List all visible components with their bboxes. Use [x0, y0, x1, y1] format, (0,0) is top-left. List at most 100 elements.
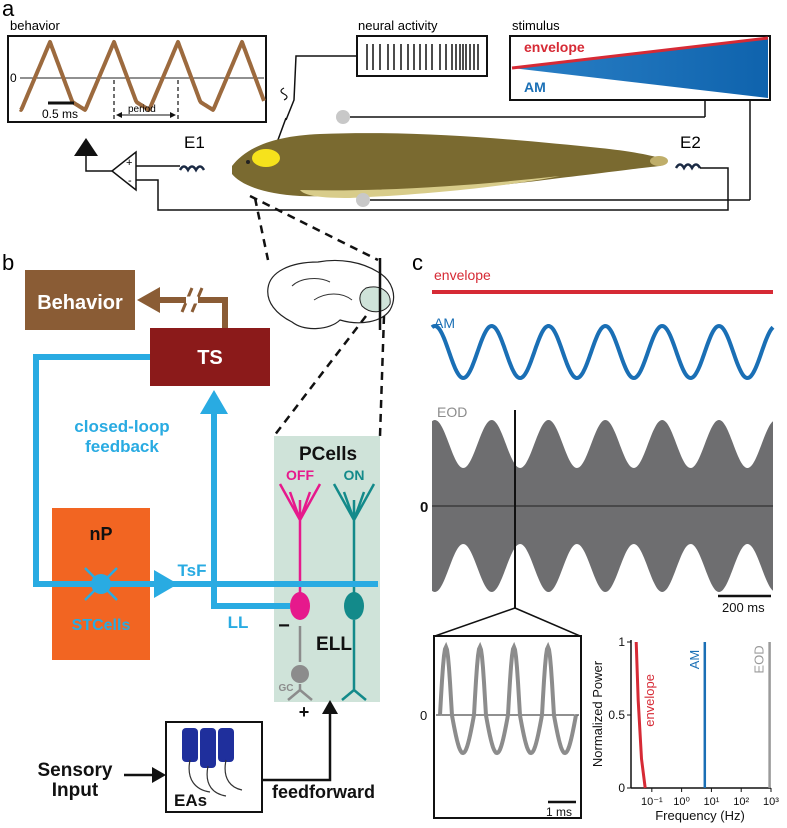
- zoom-line-a: [253, 197, 270, 261]
- closed-loop-label-2: feedback: [85, 437, 159, 456]
- fish-body: [232, 133, 665, 197]
- inhibitory-minus: −: [278, 615, 290, 637]
- spectrum-x-tick-label: 10⁰: [673, 796, 690, 808]
- panel-label-a: a: [2, 0, 15, 21]
- behavior-trace: [18, 40, 266, 112]
- spectrum-xlabel: Frequency (Hz): [655, 808, 745, 823]
- amplifier-minus: -: [128, 175, 132, 187]
- zoom-line-left: [249, 194, 379, 262]
- amp-output-arrowhead: [74, 138, 98, 156]
- spectrum-label-eod: EOD: [752, 645, 767, 673]
- c-eod-label: EOD: [437, 404, 467, 420]
- spectrum-y-tick-label: 0: [618, 781, 625, 795]
- period-label: period: [128, 104, 156, 115]
- ts-to-behavior-arrowhead: [137, 287, 160, 313]
- neural-activity-box: [356, 35, 488, 77]
- spectrum-x-tick-label: 10¹: [703, 796, 719, 808]
- ts-to-behavior-path: [156, 297, 228, 328]
- ff-plus: +: [299, 702, 310, 722]
- c-eod-zero-label: 0: [420, 499, 428, 516]
- c-inset-eod-wave: [438, 641, 578, 756]
- neural-activity-title: neural activity: [358, 18, 438, 33]
- fish-eye: [246, 160, 250, 164]
- behavior-zero-label: 0: [10, 71, 17, 85]
- stimulus-am-wedge: [512, 38, 768, 98]
- fish-tail: [650, 156, 668, 166]
- stimulus-envelope-label: envelope: [524, 39, 585, 55]
- stim-electrode-bottom: [356, 193, 370, 207]
- c-zoom-right: [514, 607, 581, 637]
- feedforward-label: feedforward: [272, 782, 375, 802]
- ts-label: TS: [197, 347, 223, 369]
- panel-label-b: b: [2, 250, 14, 275]
- spectrum-ylabel: Normalized Power: [590, 660, 605, 767]
- fish-brain-highlight: [252, 149, 280, 167]
- on-pcell-soma: [344, 592, 364, 620]
- c-am-wave: [430, 323, 775, 381]
- behavior-output-box: [25, 270, 135, 330]
- gc-soma: [291, 665, 309, 683]
- spike-train: [366, 44, 479, 70]
- spectrum-x-tick-label: 10²: [733, 796, 749, 808]
- e2-coil: [674, 163, 702, 171]
- period-arrowhead-left: [116, 112, 122, 118]
- tsf-label: TsF: [178, 561, 207, 580]
- period-arrowhead-right: [170, 112, 176, 118]
- electrode-coil: [280, 87, 288, 101]
- zoom-line-ell-right: [378, 315, 386, 437]
- np-label: nP: [89, 524, 112, 544]
- spectrum-label-envelope: envelope: [642, 674, 657, 727]
- e1-label: E1: [184, 133, 205, 152]
- behavior-scale-label: 0.5 ms: [42, 107, 78, 121]
- behavior-output-label: Behavior: [37, 292, 123, 314]
- stcells-label: STCells: [72, 617, 131, 634]
- ts-box: [150, 328, 270, 386]
- amplifier: [110, 150, 137, 192]
- stim-electrode-top: [336, 110, 350, 124]
- c-zoom-left: [434, 607, 516, 637]
- c-scale-label-1ms: 1 ms: [546, 805, 572, 819]
- spectrum-y-tick-label: 1: [618, 635, 625, 649]
- c-inset-zero-label: 0: [420, 708, 427, 723]
- ell-label: ELL: [316, 634, 352, 655]
- off-label: OFF: [286, 467, 314, 483]
- behavior-title: behavior: [10, 18, 61, 33]
- brain-fold-1: [291, 278, 331, 287]
- spectrum-y-tick-label: 0.5: [608, 708, 625, 722]
- brain-fold-2: [313, 293, 353, 301]
- spectrum-series-envelope: [634, 641, 647, 789]
- fish-belly: [300, 176, 560, 198]
- e2-label: E2: [680, 133, 701, 152]
- feedforward-arrowhead: [322, 700, 338, 714]
- closed-loop-label-1: closed-loop: [74, 417, 169, 436]
- off-pcell: [278, 483, 322, 600]
- panel-label-c: c: [412, 250, 423, 275]
- stimulus-am-label: AM: [524, 79, 546, 95]
- c-envelope-label: envelope: [434, 267, 491, 283]
- sensory-input-label-2: Input: [52, 780, 99, 801]
- spectrum-x-tick-label: 10³: [763, 796, 779, 808]
- gc-label: GC: [279, 683, 294, 694]
- ll-arrowhead: [200, 390, 228, 414]
- zoom-line-ell-left: [273, 315, 367, 437]
- sensory-arrowhead: [152, 767, 166, 783]
- ll-path: [211, 412, 290, 609]
- ea-receptors: [182, 728, 243, 797]
- spectrum-x-tick-label: 10⁻¹: [641, 796, 663, 808]
- stimulus-title: stimulus: [512, 18, 560, 33]
- amplifier-plus: +: [126, 157, 132, 169]
- tsf-arrowhead: [154, 570, 178, 598]
- brain-ell-region: [359, 286, 391, 313]
- off-pcell-soma: [290, 592, 310, 620]
- amp-output-wire: [85, 156, 112, 172]
- on-label: ON: [344, 467, 365, 483]
- e1-coil: [178, 165, 206, 173]
- ll-label: LL: [228, 613, 249, 632]
- eas-label: EAs: [174, 791, 207, 810]
- power-spectrum-chart: Normalized Power Frequency (Hz) 0 0.5 1 10⁻…: [590, 635, 779, 823]
- pcells-label: PCells: [299, 444, 357, 465]
- ell-box: [274, 436, 380, 702]
- spectrum-label-am: AM: [687, 650, 702, 670]
- gc-cell: [287, 626, 313, 701]
